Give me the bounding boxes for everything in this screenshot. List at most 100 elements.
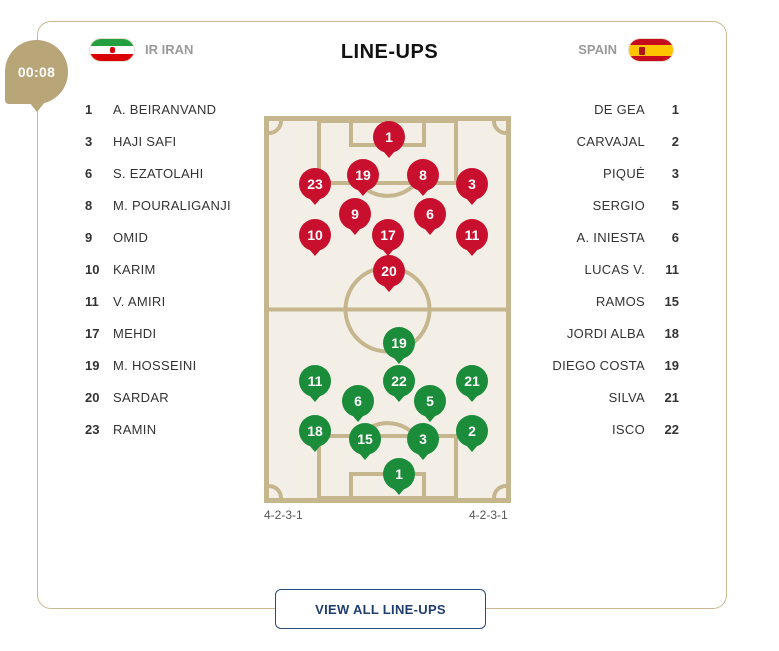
list-item[interactable]: ISCO 22 (552, 413, 679, 445)
player-number: 19 (85, 357, 100, 373)
list-item[interactable]: DIEGO COSTA 19 (552, 349, 679, 381)
list-item[interactable]: 1 A. BEIRANVAND (85, 93, 231, 125)
list-item[interactable]: 8 M. POURALIGANJI (85, 189, 231, 221)
pitch-player-home[interactable]: 11 (456, 219, 488, 256)
list-item[interactable]: CARVAJAL 2 (552, 125, 679, 157)
list-item[interactable]: 20 SARDAR (85, 381, 231, 413)
player-name: RAMIN (113, 421, 157, 437)
page-title: LINE-UPS (340, 41, 439, 63)
list-item[interactable]: SERGIO 5 (552, 189, 679, 221)
football-pitch: 1 23 19 8 3 9 6 10 17 11 20 19 11 22 21 … (264, 116, 511, 503)
player-number: 1 (671, 101, 679, 117)
player-number: 9 (85, 229, 93, 245)
player-name: DE GEA (594, 101, 645, 117)
list-item[interactable]: 9 OMID (85, 221, 231, 253)
spain-flag-icon (628, 38, 674, 62)
list-item[interactable]: PIQUÉ 3 (552, 157, 679, 189)
player-number: 2 (671, 133, 679, 149)
list-item[interactable]: 10 KARIM (85, 253, 231, 285)
pitch-player-home[interactable]: 8 (407, 159, 439, 196)
player-number: 3 (671, 165, 679, 181)
player-number: 23 (85, 421, 100, 437)
list-item[interactable]: 23 RAMIN (85, 413, 231, 445)
player-number: 5 (671, 197, 679, 213)
player-name: M. POURALIGANJI (113, 197, 231, 213)
player-number: 6 (85, 165, 93, 181)
player-name: JORDI ALBA (566, 325, 645, 341)
player-number: 18 (664, 325, 679, 341)
pitch-player-away[interactable]: 15 (349, 423, 381, 460)
pitch-player-home[interactable]: 23 (299, 168, 331, 205)
player-number: 8 (85, 197, 93, 213)
player-name: V. AMIRI (113, 293, 166, 309)
pitch-player-home[interactable]: 20 (373, 255, 405, 292)
away-player-list: DE GEA 1 CARVAJAL 2 PIQUÉ 3 SERGIO 5 A. INIE… (552, 93, 679, 445)
list-item[interactable]: LUCAS V. 11 (552, 253, 679, 285)
player-name: KARIM (113, 261, 156, 277)
player-number: 17 (85, 325, 100, 341)
player-number: 1 (85, 101, 93, 117)
away-formation: 4-2-3-1 (469, 508, 508, 522)
pitch-player-away[interactable]: 6 (342, 385, 374, 422)
pitch-player-home[interactable]: 10 (299, 219, 331, 256)
player-number: 21 (664, 389, 679, 405)
player-number: 11 (85, 293, 99, 309)
pitch-player-away[interactable]: 19 (383, 327, 415, 364)
player-name: RAMOS (595, 293, 645, 309)
pitch-player-home[interactable]: 3 (456, 168, 488, 205)
list-item[interactable]: 19 M. HOSSEINI (85, 349, 231, 381)
player-name: PIQUÉ (603, 165, 645, 181)
player-name: MEHDI (113, 325, 157, 341)
pitch-player-home[interactable]: 17 (372, 219, 404, 256)
pitch-player-home[interactable]: 6 (414, 198, 446, 235)
player-name: SARDAR (113, 389, 169, 405)
list-item[interactable]: JORDI ALBA 18 (552, 317, 679, 349)
player-name: LUCAS V. (584, 261, 645, 277)
iran-flag-icon (89, 38, 135, 62)
pitch-player-away[interactable]: 3 (407, 423, 439, 460)
list-item[interactable]: 17 MEHDI (85, 317, 231, 349)
pitch-player-away[interactable]: 11 (299, 365, 331, 402)
player-name: M. HOSSEINI (113, 357, 197, 373)
list-item[interactable]: RAMOS 15 (552, 285, 679, 317)
match-time-badge: 00:08 (5, 40, 68, 112)
pitch-player-away[interactable]: 22 (383, 365, 415, 402)
pitch-player-away[interactable]: 1 (383, 458, 415, 495)
player-name: SILVA (608, 389, 645, 405)
pitch-player-home[interactable]: 9 (339, 198, 371, 235)
pitch-player-away[interactable]: 5 (414, 385, 446, 422)
player-name: S. EZATOLAHI (113, 165, 204, 181)
home-formation: 4-2-3-1 (264, 508, 303, 522)
player-number: 6 (671, 229, 679, 245)
pitch-player-home[interactable]: 19 (347, 159, 379, 196)
list-item[interactable]: 6 S. EZATOLAHI (85, 157, 231, 189)
pitch-player-away[interactable]: 18 (299, 415, 331, 452)
view-all-lineups-button[interactable]: VIEW ALL LINE-UPS (275, 589, 486, 629)
list-item[interactable]: SILVA 21 (552, 381, 679, 413)
player-number: 22 (664, 421, 679, 437)
player-name: A. INIESTA (576, 229, 645, 245)
player-number: 20 (85, 389, 100, 405)
player-name: SERGIO (592, 197, 645, 213)
player-name: A. BEIRANVAND (113, 101, 217, 117)
player-number: 11 (665, 261, 679, 277)
player-name: ISCO (612, 421, 645, 437)
player-name: HAJI SAFI (113, 133, 177, 149)
home-team-name: IR IRAN (145, 42, 194, 57)
player-name: OMID (113, 229, 149, 245)
match-time: 00:08 (17, 64, 56, 80)
away-team-name: SPAIN (578, 42, 617, 57)
list-item[interactable]: DE GEA 1 (552, 93, 679, 125)
player-number: 19 (664, 357, 679, 373)
player-name: CARVAJAL (576, 133, 645, 149)
pitch-player-away[interactable]: 2 (456, 415, 488, 452)
player-name: DIEGO COSTA (552, 357, 645, 373)
list-item[interactable]: 11 V. AMIRI (85, 285, 231, 317)
pitch-player-home[interactable]: 1 (373, 121, 405, 158)
player-number: 15 (664, 293, 679, 309)
pitch-player-away[interactable]: 21 (456, 365, 488, 402)
list-item[interactable]: A. INIESTA 6 (552, 221, 680, 253)
player-number: 10 (85, 261, 100, 277)
